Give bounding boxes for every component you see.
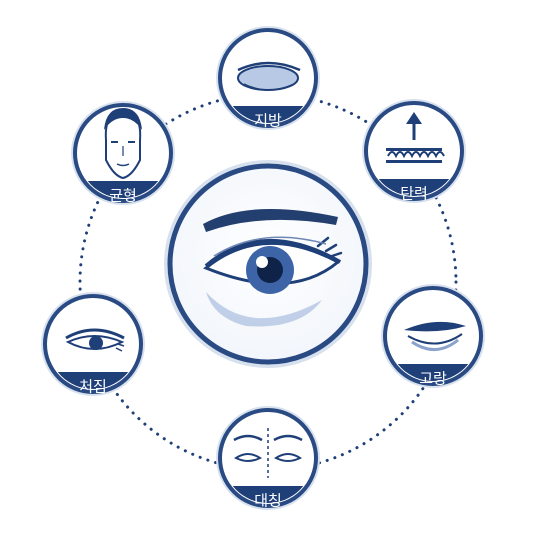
feature-node-elasticity: 탄력 [362, 99, 466, 203]
feature-label-sagging: 처짐 [79, 378, 107, 396]
eye-icon [203, 208, 343, 327]
feature-node-groove: 고랑 [381, 284, 485, 388]
feature-node-balance: 균형 [71, 101, 175, 205]
feature-node-sagging: 처짐 [41, 292, 145, 396]
feature-node-symmetry: 대칭 [216, 406, 320, 510]
feature-label-symmetry: 대칭 [254, 492, 282, 510]
spring-arrow-up-icon [386, 112, 445, 163]
sagging-eye-icon [65, 328, 125, 352]
feature-label-elasticity: 탄력 [400, 185, 428, 203]
face-icon [104, 108, 142, 180]
feature-node-fat: 지방 [216, 26, 320, 130]
under-eye-groove-icon [404, 321, 466, 351]
symmetric-eyes-icon [233, 428, 303, 478]
feature-label-balance: 균형 [109, 187, 137, 205]
feature-label-groove: 고랑 [419, 370, 447, 388]
connector-dotted-ring [78, 92, 458, 472]
center-eye-node [164, 160, 372, 368]
feature-label-fat: 지방 [254, 112, 282, 130]
eye-fat-pad-icon [237, 61, 301, 91]
